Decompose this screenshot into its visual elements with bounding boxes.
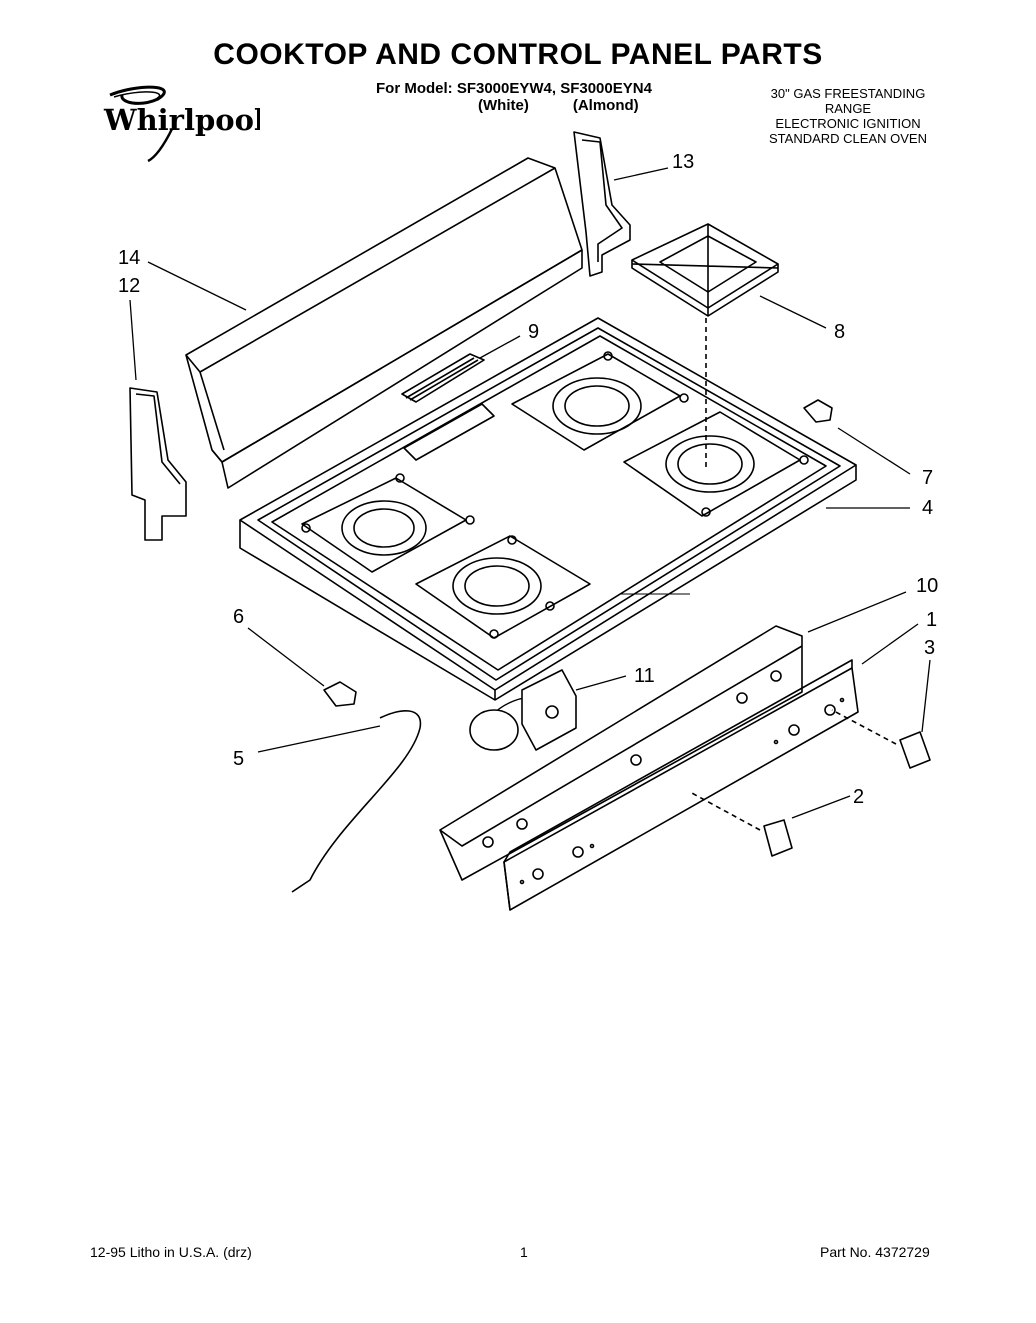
callout-1: 1 <box>926 609 937 631</box>
whirlpool-logo: Whirlpool <box>103 85 260 163</box>
clip-part-6 <box>323 681 357 707</box>
color-almond: (Almond) <box>572 97 639 114</box>
spark-wire-part <box>291 710 422 893</box>
knob-part-3 <box>831 709 931 769</box>
right-end-cap-part <box>573 131 631 277</box>
left-end-cap-part <box>129 387 187 541</box>
range-spec: 30" GAS FREESTANDING RANGE ELECTRONIC IG… <box>730 86 966 146</box>
callout-12: 12 <box>118 275 140 297</box>
model-line: For Model: SF3000EYW4, SF3000EYN4 <box>376 80 652 97</box>
spec-line: STANDARD CLEAN OVEN <box>769 131 927 146</box>
model-colors: (White) (Almond) <box>376 97 639 114</box>
callout-8: 8 <box>834 321 845 343</box>
cooktop-part <box>239 317 857 701</box>
callout-4: 4 <box>922 497 933 519</box>
color-white: (White) <box>478 97 529 114</box>
callout-5: 5 <box>233 748 244 770</box>
spec-line: ELECTRONIC IGNITION <box>775 116 921 131</box>
callout-10: 10 <box>916 575 938 597</box>
callout-13: 13 <box>672 151 694 173</box>
callout-7: 7 <box>922 467 933 489</box>
callout-11: 11 <box>634 665 655 687</box>
vent-part <box>401 353 495 461</box>
callout-9: 9 <box>528 321 539 343</box>
footer-print-info: 12-95 Litho in U.S.A. (drz) <box>90 1244 252 1260</box>
spec-line: RANGE <box>824 101 872 116</box>
callout-14: 14 <box>118 247 140 269</box>
brand-wordmark: Whirlpool <box>103 103 260 137</box>
callout-6: 6 <box>233 606 244 628</box>
callout-leaders <box>129 167 931 819</box>
control-bracket-part <box>439 625 803 881</box>
backguard-part <box>185 157 583 489</box>
spec-line: 30" GAS FREESTANDING <box>770 86 926 101</box>
control-panel-part <box>503 659 859 911</box>
spark-module-part <box>469 669 577 751</box>
callout-numbers: 1 1 2 3 4 5 6 7 8 9 10 11 12 13 14 <box>118 151 938 808</box>
page-title: COOKTOP AND CONTROL PANEL PARTS <box>213 38 823 71</box>
knob-part-2 <box>689 791 793 857</box>
grate-part <box>631 223 779 317</box>
callout-3: 3 <box>924 637 935 659</box>
footer-part-number: Part No. 4372729 <box>820 1244 930 1260</box>
clip-part-7 <box>803 399 833 423</box>
footer-page-number: 1 <box>520 1244 528 1260</box>
callout-2: 2 <box>853 786 864 808</box>
